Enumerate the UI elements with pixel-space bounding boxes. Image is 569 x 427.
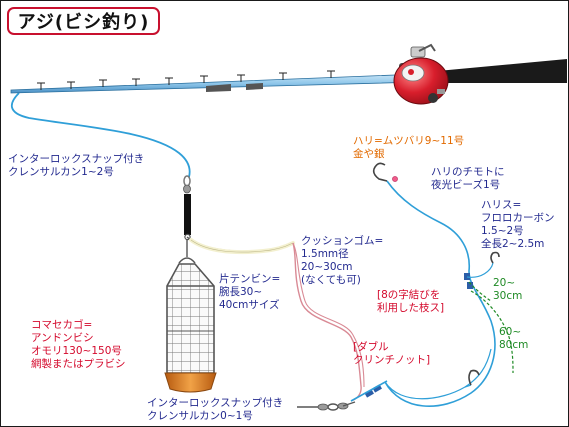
- knot8-line-text: [8の字結びを: [377, 289, 441, 301]
- tenbin-label: 片テンビン= 腕長30~ 40cmサイズ: [219, 273, 280, 312]
- harisu-label: ハリス= フロロカーボン 1.5~2号 全長2~2.5m: [481, 199, 555, 251]
- clinch-line-text: [ダブル: [353, 341, 389, 353]
- cushion-label: クッションゴム= 1.5mm径 20~30cm (なくても可): [301, 235, 383, 287]
- branch1-label: 20~ 30cm: [493, 277, 522, 303]
- knot8-label: [8の字結びを 利用した枝ス]: [377, 289, 444, 315]
- knot8-line-text: 利用した枝ス]: [377, 302, 445, 314]
- hook-beads-line: ハリのチモトに: [431, 166, 505, 178]
- harisu-line-text: ハリス=: [481, 199, 522, 211]
- tenbin-line-text: 40cmサイズ: [219, 299, 280, 311]
- hook-label-line: 金や銀: [353, 148, 385, 160]
- harisu-line-text: 1.5~2号: [481, 225, 524, 237]
- snap-bottom-line: クレンサルカン0~1号: [147, 410, 253, 422]
- clinch-label: [ダブル クリンチノット]: [353, 341, 430, 367]
- hook-label-line: ハリ=ムツバリ9~11号: [353, 135, 465, 147]
- clinch-line-text: クリンチノット]: [353, 354, 431, 366]
- leader-line: [292, 242, 362, 402]
- snap-top-line: インターロックスナップ付き: [8, 153, 145, 165]
- branch2-label: 60~ 80cm: [499, 326, 528, 352]
- harisu-lower: [384, 348, 492, 400]
- leader-loop: [292, 242, 365, 388]
- harisu-line: [384, 180, 496, 407]
- cage-line-text: アンドンビシ: [31, 332, 94, 344]
- page-title: アジ(ビシ釣り): [17, 12, 150, 33]
- cage-line-text: 網製またはプラビシ: [31, 358, 126, 370]
- komase-cage: [164, 239, 217, 393]
- snap-top-line: クレンサルカン1~2号: [8, 166, 114, 178]
- hook-beads-line: 夜光ビーズ1号: [431, 179, 501, 191]
- branch2-length-marker: [470, 290, 514, 374]
- branch2-line-text: 60~: [499, 326, 522, 338]
- top-swivel: [183, 175, 191, 194]
- figure8-knot: [464, 262, 494, 289]
- cage-line-text: コマセカゴ=: [31, 319, 93, 331]
- branch1-line-text: 20~: [493, 277, 516, 289]
- harisu-line-text: 全長2~2.5m: [481, 238, 545, 250]
- snap-bottom-label: インターロックスナップ付き クレンサルカン0~1号: [147, 397, 283, 423]
- cage-line-text: オモリ130~150号: [31, 345, 122, 357]
- fishing-rod: [10, 59, 567, 94]
- cage-label: コマセカゴ= アンドンビシ オモリ130~150号 網製またはプラビシ: [31, 319, 126, 371]
- cushion-line-text: 1.5mm径: [301, 248, 349, 260]
- reel: [393, 43, 449, 105]
- tenbin-short-arm: [184, 194, 191, 241]
- cushion-line-text: クッションゴム=: [301, 235, 384, 247]
- top-hook: [372, 162, 398, 182]
- tenbin-line-text: 片テンビン=: [219, 273, 281, 285]
- hook-label: ハリ=ムツバリ9~11号 金や銀: [353, 135, 464, 161]
- clinch-knot: [350, 380, 388, 402]
- branch2-line-text: 80cm: [499, 339, 529, 351]
- branch1-line-text: 30cm: [493, 290, 523, 302]
- branch1-length-marker: [468, 281, 492, 302]
- tenbin-line-text: 腕長30~: [219, 286, 263, 298]
- hook-beads-label: ハリのチモトに 夜光ビーズ1号: [431, 166, 505, 192]
- cushion-line-text: (なくても可): [301, 274, 361, 286]
- harisu-line-text: フロロカーボン: [481, 212, 555, 224]
- cushion-rubber: [189, 238, 295, 255]
- cushion-outline: [190, 239, 294, 253]
- branch-hook-2: [464, 369, 480, 388]
- snap-bottom-line: インターロックスナップ付き: [147, 397, 284, 409]
- snap-top-label: インターロックスナップ付き クレンサルカン1~2号: [8, 153, 144, 179]
- branch-hook-1: [490, 251, 500, 264]
- bottom-swivel: [297, 401, 356, 411]
- cushion-line-text: 20~30cm: [301, 261, 353, 273]
- title-box: アジ(ビシ釣り): [7, 7, 160, 35]
- main-line: [11, 92, 191, 178]
